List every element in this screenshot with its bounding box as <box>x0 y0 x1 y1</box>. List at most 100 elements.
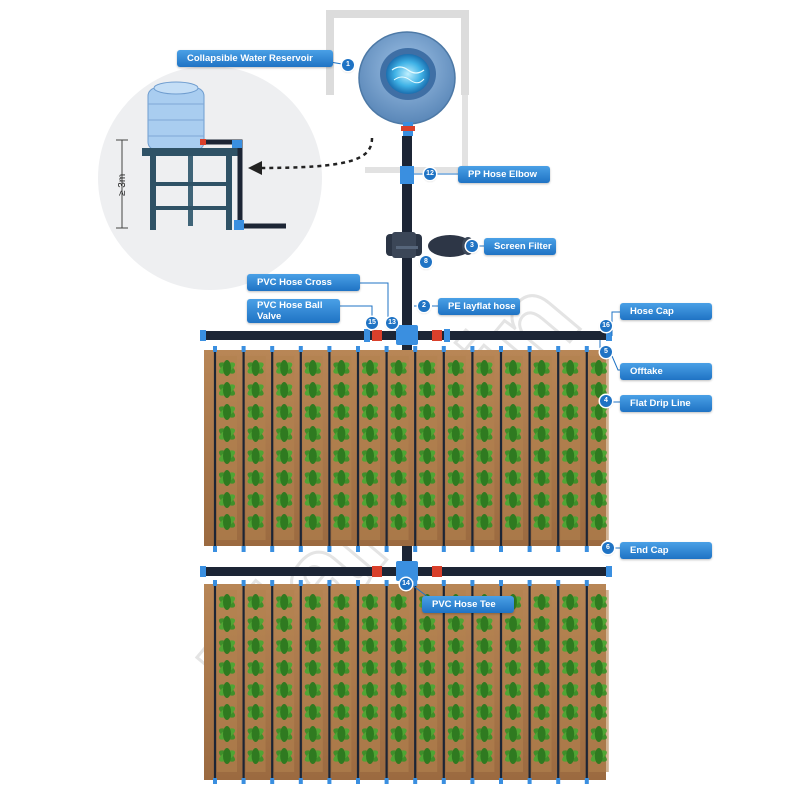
plant <box>419 360 436 376</box>
plant <box>276 492 293 508</box>
plant <box>276 448 293 464</box>
plant <box>390 660 407 676</box>
plant <box>533 514 550 530</box>
plant <box>419 704 436 720</box>
plant <box>447 748 464 764</box>
plant <box>218 360 236 376</box>
plant <box>476 726 493 742</box>
end-cap-fitting <box>441 546 446 552</box>
soil-bed <box>274 590 295 772</box>
plant <box>476 638 493 654</box>
end-cap-fitting <box>327 778 332 784</box>
plant <box>533 492 550 508</box>
offtake-fitting <box>470 346 475 352</box>
plant <box>562 704 579 720</box>
plant <box>247 748 264 764</box>
plant <box>590 616 607 632</box>
plant <box>447 616 464 632</box>
plant <box>247 726 264 742</box>
plant <box>390 594 407 610</box>
plant <box>218 748 236 764</box>
plant <box>419 492 436 508</box>
plant <box>447 660 464 676</box>
plant <box>333 404 350 420</box>
plant <box>333 682 350 698</box>
plant <box>390 514 407 530</box>
soil-bed <box>302 590 323 772</box>
offtake-fitting <box>384 346 389 352</box>
plant <box>218 660 236 676</box>
plant <box>590 426 607 442</box>
end-cap-fitting <box>413 546 418 552</box>
plant <box>419 682 436 698</box>
plant <box>590 682 607 698</box>
plant <box>333 594 350 610</box>
plant <box>333 660 350 676</box>
plant <box>476 448 493 464</box>
plant <box>533 426 550 442</box>
plant <box>504 748 522 764</box>
plant <box>276 426 293 442</box>
plant <box>361 704 379 720</box>
plant <box>476 360 493 376</box>
plant <box>447 726 464 742</box>
plant <box>562 382 579 398</box>
plant <box>447 682 464 698</box>
end-cap-fitting <box>298 778 303 784</box>
offtake-fitting <box>556 580 561 586</box>
plant <box>504 616 522 632</box>
end-cap-fitting <box>470 546 475 552</box>
end-cap-fitting <box>213 546 217 552</box>
plant <box>361 404 379 420</box>
badge-offtake: 5 <box>600 346 612 358</box>
plant <box>333 426 350 442</box>
plant <box>247 492 264 508</box>
plant <box>218 492 236 508</box>
height-label: ≥ 3m <box>117 174 128 196</box>
plant <box>304 514 321 530</box>
plant <box>361 638 379 654</box>
hose-tee <box>396 561 418 581</box>
plant <box>562 360 579 376</box>
end-cap-fitting <box>441 778 446 784</box>
plant <box>247 404 264 420</box>
plant <box>590 514 607 530</box>
plant <box>218 514 236 530</box>
plant <box>562 660 579 676</box>
plant <box>247 616 264 632</box>
offtake-fitting <box>298 346 303 352</box>
end-cap-fitting <box>356 778 360 784</box>
plant <box>390 492 407 508</box>
end-cap-fitting <box>384 546 389 552</box>
plant <box>476 382 493 398</box>
plant <box>304 726 321 742</box>
plant <box>533 748 550 764</box>
plant <box>447 404 464 420</box>
plant <box>504 470 522 486</box>
plant <box>333 448 350 464</box>
plant <box>504 514 522 530</box>
plant <box>218 616 236 632</box>
plant <box>419 426 436 442</box>
plant <box>390 382 407 398</box>
plant <box>390 748 407 764</box>
plant <box>361 492 379 508</box>
plant <box>562 492 579 508</box>
plant <box>419 382 436 398</box>
plant <box>361 448 379 464</box>
plant <box>419 616 436 632</box>
badge-filter-valve: 8 <box>420 256 432 268</box>
plant <box>390 682 407 698</box>
label-ballvalve: PVC Hose Ball Valve <box>247 299 340 323</box>
plant <box>247 682 264 698</box>
plant <box>562 514 579 530</box>
plant <box>447 492 464 508</box>
plant <box>562 748 579 764</box>
plant <box>333 726 350 742</box>
plant <box>504 426 522 442</box>
plant <box>504 492 522 508</box>
end-cap-fitting <box>584 546 589 552</box>
end-cap-fitting <box>584 778 589 784</box>
plant <box>447 514 464 530</box>
